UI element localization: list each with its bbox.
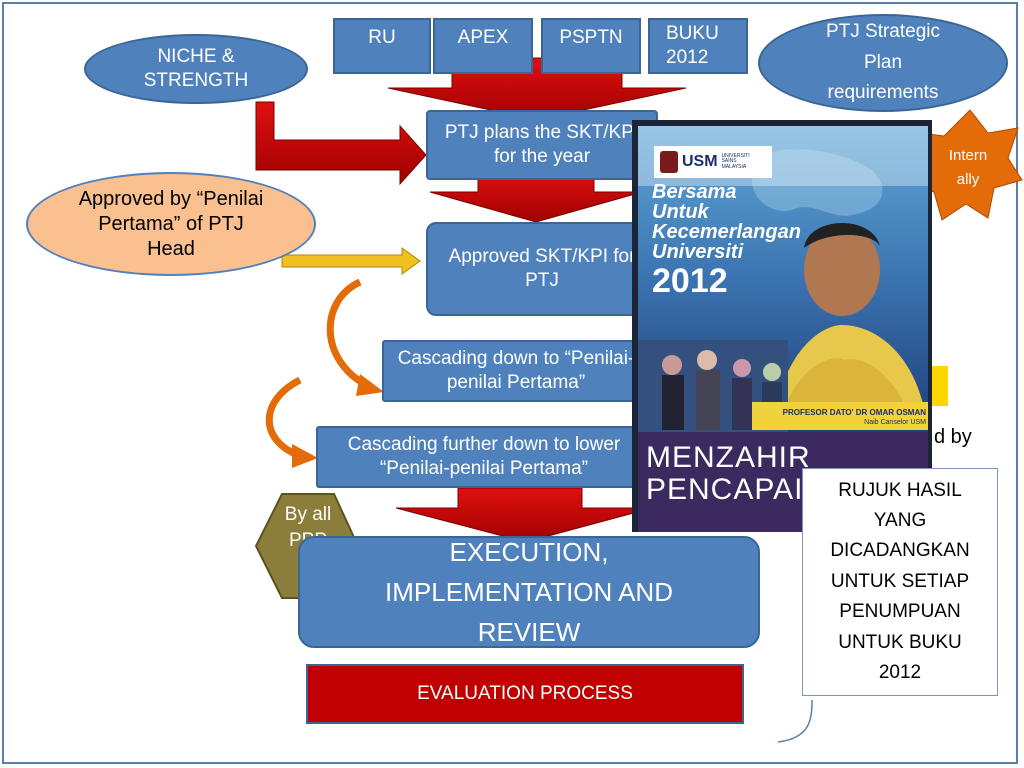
curved-arrow-1 (326, 278, 370, 390)
source-psptn: PSPTN (541, 18, 641, 74)
evaluation-process-box: EVALUATION PROCESS (306, 664, 744, 724)
step-ptj-plans: PTJ plans the SKT/KPI for the year (426, 110, 658, 180)
step-approved-skt: Approved SKT/KPI for PTJ (426, 222, 658, 316)
ptj-strategic-plan-ellipse: PTJ Strategic Plan requirements (758, 14, 1008, 112)
book-person-name: PROFESOR DATO' DR OMAR OSMAN Naib Cansel… (782, 408, 926, 426)
source-apex: APEX (433, 18, 533, 74)
book-logo: USM UNIVERSITI SAINS MALAYSIA (654, 146, 772, 178)
internally-label: Intern ally (948, 147, 988, 188)
step-cascading-further: Cascading further down to lower “Penilai… (316, 426, 652, 488)
execution-box: EXECUTION, IMPLEMENTATION AND REVIEW (298, 536, 760, 648)
source-ru: RU (333, 18, 431, 74)
usm-crest-icon (660, 151, 678, 173)
source-buku-2012: BUKU 2012 (648, 18, 748, 74)
yellow-arrow (281, 247, 421, 275)
curved-arrow-2 (265, 376, 302, 460)
red-arrow-niche (255, 101, 427, 186)
red-arrow-bottom (395, 487, 653, 543)
book-title: Bersama Untuk Kecemerlangan Universiti 2… (652, 181, 801, 300)
niche-strength-ellipse: NICHE & STRENGTH (84, 34, 308, 104)
step-cascading: Cascading down to “Penilai-penilai Perta… (382, 340, 650, 402)
approved-by-ellipse: Approved by “Penilai Pertama” of PTJ Hea… (26, 172, 316, 276)
side-text: d by (934, 426, 972, 448)
rujuk-hasil-note: RUJUK HASIL YANG DICADANGKAN UNTUK SETIA… (802, 468, 998, 696)
